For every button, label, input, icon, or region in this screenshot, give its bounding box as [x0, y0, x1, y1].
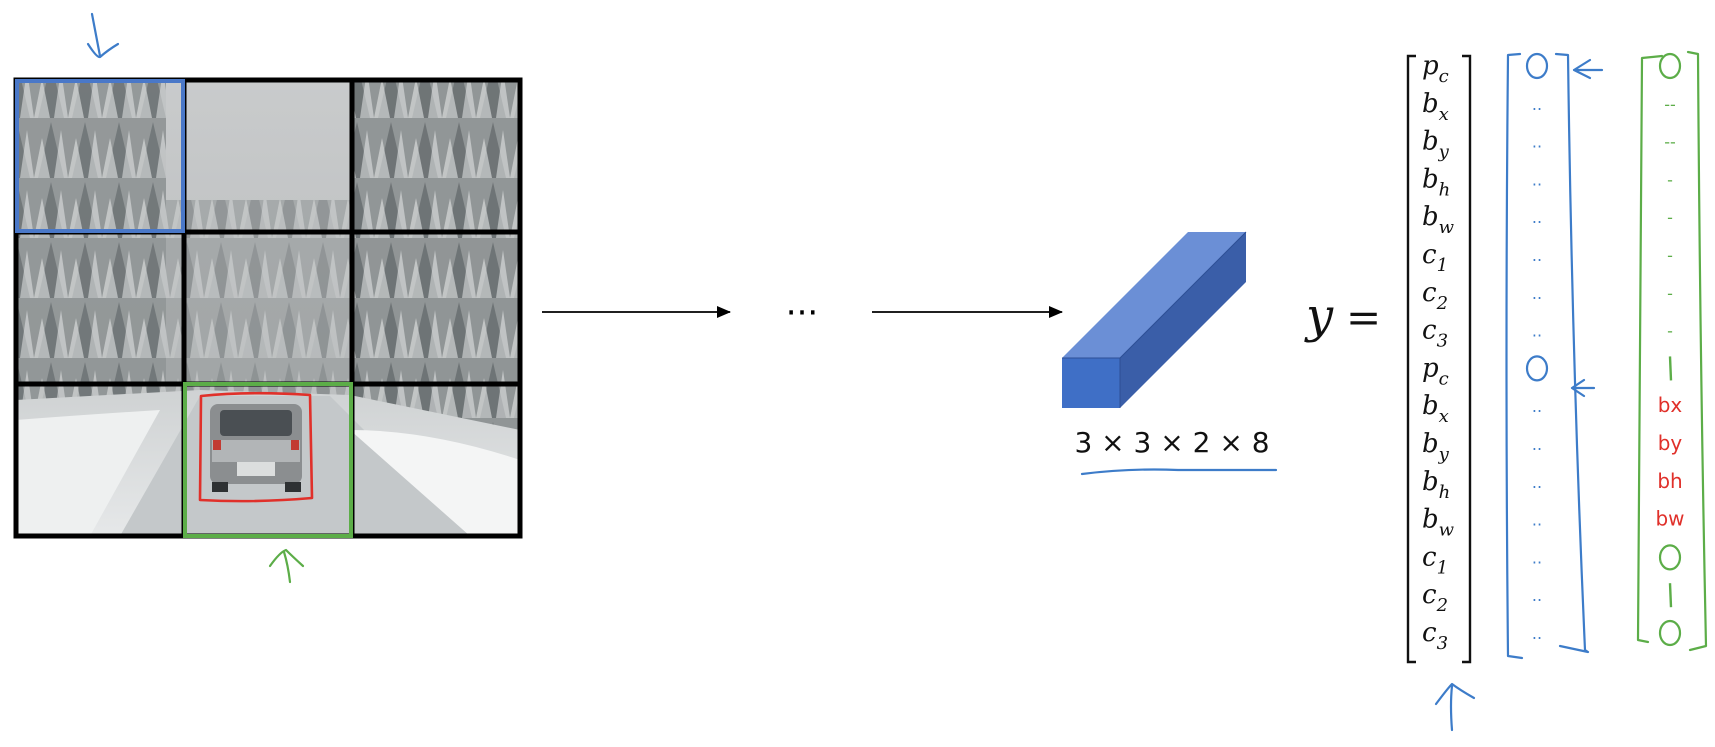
annotation-zero	[1525, 52, 1549, 80]
vector-entry: c3	[1422, 618, 1448, 654]
vector-entry: pc	[1422, 353, 1449, 389]
annotation-mark: ..	[1532, 548, 1542, 567]
annotation-mark: ..	[1532, 133, 1542, 152]
annotation-mark: ..	[1532, 95, 1542, 114]
annotation-mark: --	[1664, 133, 1676, 152]
annotation-mark: ..	[1532, 473, 1542, 492]
vector-entry: bx	[1422, 89, 1449, 125]
highlighted-cell-top-left	[15, 79, 185, 233]
annotation-mark: -	[1667, 322, 1673, 341]
car-object	[210, 404, 302, 492]
output-volume-icon	[1062, 231, 1247, 408]
annotation-mark: ..	[1532, 170, 1542, 189]
dimensions-underline	[1080, 468, 1278, 476]
green-annotation-bracket	[1636, 50, 1708, 652]
annotation-mark: ..	[1532, 511, 1542, 530]
annotation-mark: -	[1667, 284, 1673, 303]
annotation-mark: bh	[1657, 469, 1682, 493]
vector-entry: bx	[1422, 391, 1449, 427]
annotation-mark: ..	[1532, 397, 1542, 416]
output-dimensions-label: 3 × 3 × 2 × 8	[1074, 426, 1269, 459]
green-up-arrow-icon	[268, 548, 305, 584]
annotation-zero	[1658, 52, 1682, 80]
vector-entry: bw	[1422, 202, 1455, 238]
vector-entry: c2	[1422, 278, 1448, 314]
annotation-mark: -	[1667, 208, 1673, 227]
annotation-zero	[1525, 355, 1549, 382]
annotation-mark: ..	[1532, 208, 1542, 227]
blue-up-arrow-icon	[1434, 682, 1476, 732]
vector-entry: c1	[1422, 542, 1448, 578]
pipeline-ellipsis: ···	[786, 293, 818, 333]
equation-equals: =	[1346, 293, 1381, 342]
blue-down-arrow-icon	[86, 12, 120, 59]
annotation-mark: ..	[1532, 586, 1542, 605]
volume-front-face	[1062, 358, 1120, 408]
annotation-zero	[1658, 619, 1682, 647]
vector-entry: by	[1422, 127, 1450, 163]
blue-arrow-pc2-icon	[1570, 378, 1596, 398]
vector-entry: bh	[1422, 164, 1450, 200]
annotation-mark: ..	[1532, 322, 1542, 341]
blue-arrow-pc1-icon	[1572, 58, 1604, 80]
annotation-one	[1668, 583, 1673, 608]
volume-side-face	[1120, 232, 1246, 408]
blue-annotation-column: ............................	[1525, 52, 1549, 643]
annotation-mark: ..	[1532, 284, 1542, 303]
annotation-mark: ..	[1532, 246, 1542, 265]
vector-entry: c2	[1422, 580, 1448, 616]
annotation-mark: -	[1667, 246, 1673, 265]
annotation-mark: by	[1658, 431, 1683, 455]
annotation-mark: --	[1664, 95, 1676, 114]
highlighted-cell-car	[183, 382, 353, 538]
annotation-mark: -	[1667, 170, 1673, 189]
vector-entry: c1	[1422, 240, 1448, 276]
equation-lhs: y	[1304, 288, 1334, 344]
volume-top-face	[1062, 232, 1246, 358]
annotation-mark: bx	[1658, 393, 1683, 417]
vector-entry: bw	[1422, 505, 1455, 541]
annotation-one	[1668, 356, 1673, 381]
annotation-mark: ..	[1532, 624, 1542, 643]
vector-entry: by	[1422, 429, 1450, 465]
blue-annotation-bracket	[1505, 52, 1590, 660]
vector-entry: pc	[1422, 51, 1449, 87]
vector-brackets	[1406, 54, 1472, 664]
car-bounding-box	[198, 391, 314, 503]
vector-entry: bh	[1422, 467, 1450, 503]
annotation-mark: bw	[1655, 507, 1684, 531]
annotation-zero	[1658, 544, 1682, 571]
annotation-mark: ..	[1532, 435, 1542, 454]
vector-entry: c3	[1422, 316, 1448, 352]
